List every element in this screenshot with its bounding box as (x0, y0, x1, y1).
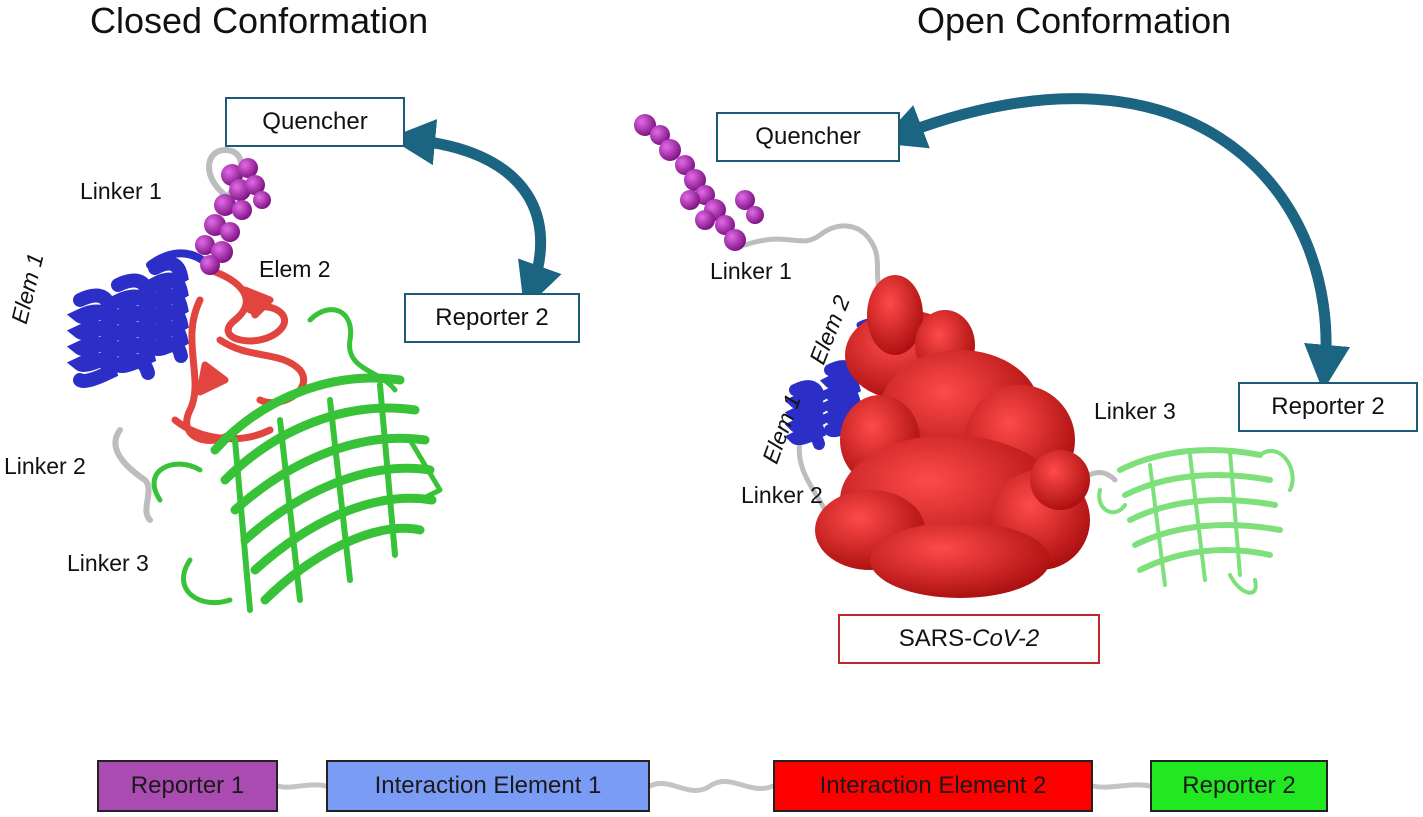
closed-elem2-ribbon (171, 266, 308, 444)
closed-reporter2-label: Reporter 2 (404, 293, 580, 343)
closed-linker1-label: Linker 1 (80, 178, 162, 204)
closed-quencher-label: Quencher (225, 97, 405, 147)
open-quencher-label: Quencher (716, 112, 900, 162)
closed-linker2-label: Linker 2 (4, 453, 86, 479)
target-protein-surface (815, 275, 1090, 598)
open-reporter2-label: Reporter 2 (1238, 382, 1418, 432)
construct-reporter2: Reporter 2 (1150, 760, 1328, 812)
construct-interaction-element1: Interaction Element 1 (326, 760, 650, 812)
closed-linker3-label: Linker 3 (67, 550, 149, 576)
construct-reporter1: Reporter 1 (97, 760, 278, 812)
open-conformation-title: Open Conformation (917, 0, 1232, 41)
closed-elem2-label: Elem 2 (259, 256, 331, 282)
open-exchange-arrow (878, 93, 1351, 392)
construct-linkers (275, 779, 1153, 793)
closed-beta-barrel (151, 307, 443, 613)
open-beta-barrel (1097, 447, 1295, 595)
open-quencher-molecule (634, 114, 764, 251)
target-label: SARS-CoV-2 (838, 614, 1100, 664)
open-linker2-label: Linker 2 (741, 482, 823, 508)
construct-interaction-element2: Interaction Element 2 (773, 760, 1093, 812)
target-label-italic: CoV-2 (972, 625, 1040, 652)
open-linker3-label: Linker 3 (1094, 398, 1176, 424)
closed-exchange-arrow (388, 119, 562, 310)
open-linker1-label: Linker 1 (710, 258, 792, 284)
closed-helix-bundle (66, 249, 209, 388)
closed-conformation-title: Closed Conformation (90, 0, 429, 41)
closed-quencher-molecule (195, 158, 271, 275)
target-label-prefix: SARS- (898, 625, 973, 652)
